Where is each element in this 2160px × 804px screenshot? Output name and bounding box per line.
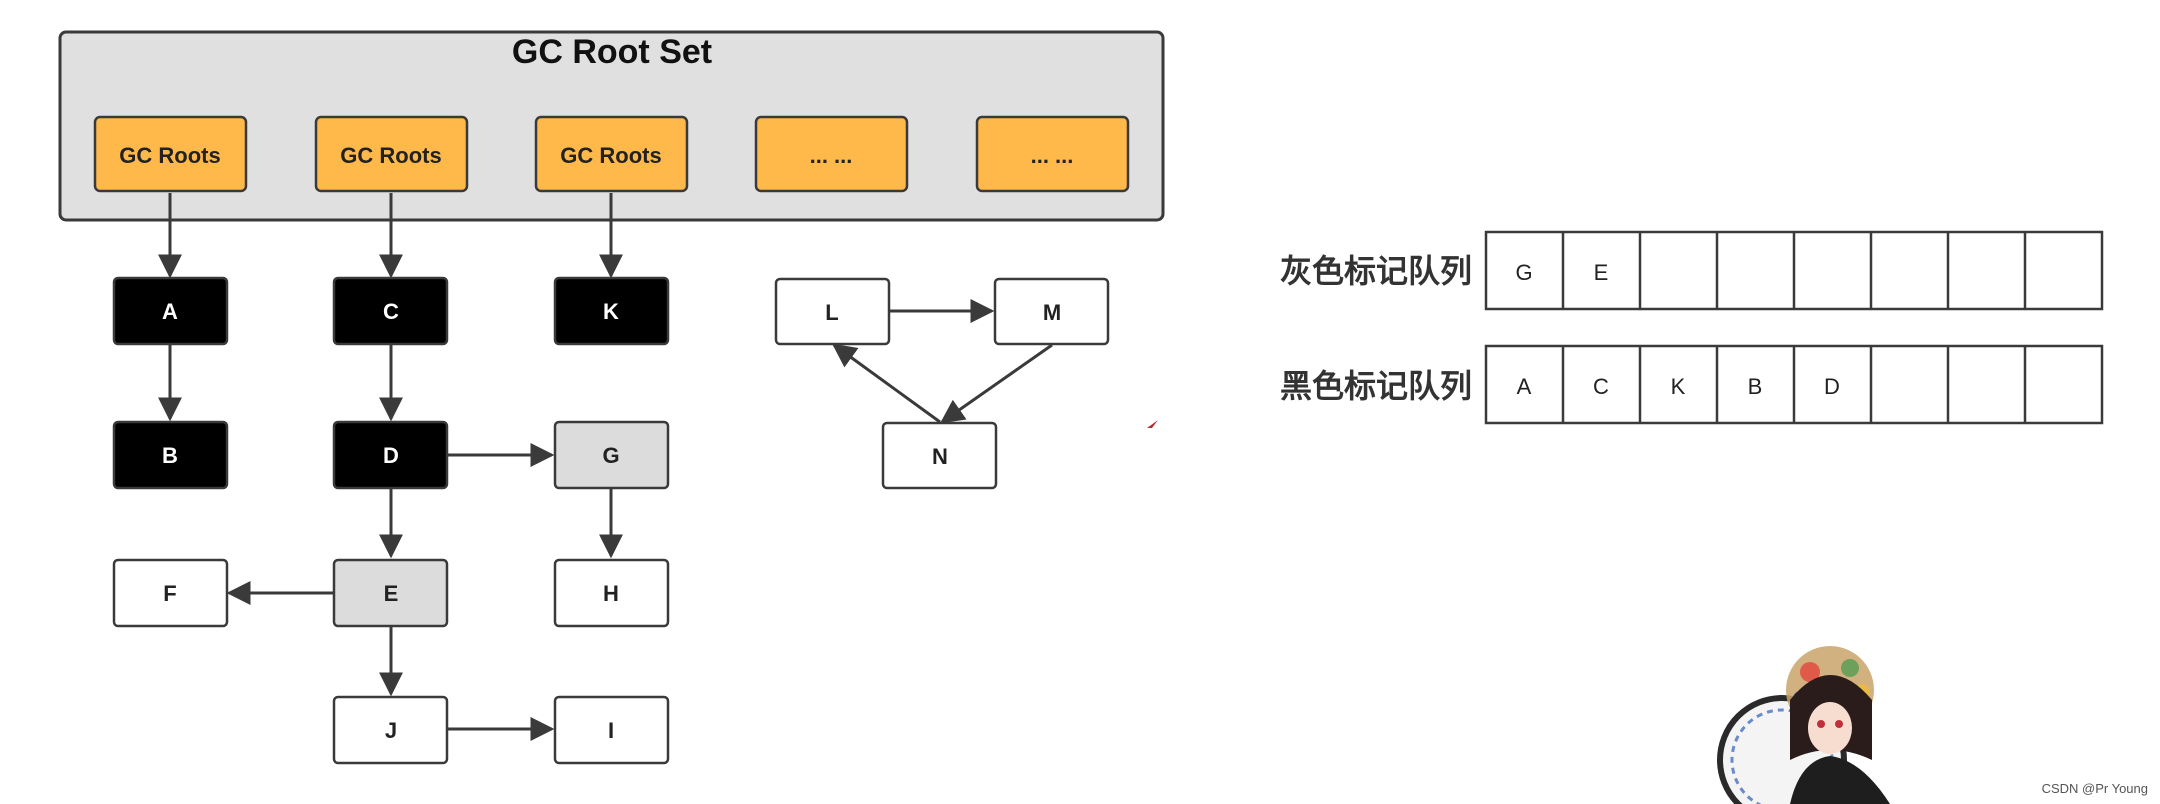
node-label: L	[825, 300, 838, 325]
gray-queue-cell: G	[1515, 260, 1532, 285]
gc-root-box-1: GC Roots	[93, 115, 248, 193]
edge-n-l	[832, 343, 941, 424]
node-label: I	[608, 718, 614, 743]
node-a: A	[112, 276, 229, 346]
node-l: L	[774, 277, 891, 346]
node-label: C	[383, 299, 399, 324]
black-queue-cell: B	[1748, 374, 1763, 399]
avatar-illustration	[1717, 646, 1890, 804]
node-label: H	[603, 581, 619, 606]
gc-root-label: GC Roots	[340, 143, 441, 168]
black-queue-cell: A	[1517, 374, 1532, 399]
node-k: K	[553, 276, 670, 346]
node-f: F	[112, 558, 229, 628]
gc-root-box-2: GC Roots	[314, 115, 469, 193]
watermark: CSDN @Pr Young	[2042, 781, 2148, 796]
node-b: B	[112, 420, 229, 490]
gc-root-set: GC Root Set GC Roots GC Roots GC Roots .…	[58, 30, 1165, 222]
gc-root-box-3: GC Roots	[534, 115, 689, 193]
node-label: N	[932, 444, 948, 469]
node-label: A	[162, 299, 178, 324]
node-label: K	[603, 299, 619, 324]
gray-queue-label: 灰色标记队列	[1280, 252, 1472, 290]
node-g: G	[553, 420, 670, 490]
edge-m-n	[940, 343, 1053, 424]
gray-mark-queue: 灰色标记队列 G E	[1280, 230, 2104, 311]
gc-root-label: ... ...	[1031, 143, 1074, 168]
node-j: J	[332, 695, 449, 765]
node-label: G	[602, 443, 619, 468]
node-e: E	[332, 558, 449, 628]
node-d: D	[332, 420, 449, 490]
node-label: J	[385, 718, 397, 743]
nodes: A C K B D G F E	[112, 276, 1110, 765]
node-c: C	[332, 276, 449, 346]
gc-root-label: ... ...	[810, 143, 853, 168]
gc-root-label: GC Roots	[119, 143, 220, 168]
black-queue-cell: K	[1671, 374, 1686, 399]
node-label: D	[383, 443, 399, 468]
gc-root-label: GC Roots	[560, 143, 661, 168]
black-queue-label: 黑色标记队列	[1280, 367, 1472, 405]
gc-root-box-4: ... ...	[754, 115, 909, 193]
node-label: M	[1043, 300, 1061, 325]
root-set-title: GC Root Set	[512, 33, 712, 71]
edges	[158, 193, 1053, 741]
node-label: E	[384, 581, 399, 606]
gray-queue-cell: E	[1594, 260, 1609, 285]
black-mark-queue: 黑色标记队列 A C K B D	[1280, 344, 2104, 425]
node-label: B	[162, 443, 178, 468]
node-m: M	[993, 277, 1110, 346]
gc-root-box-5: ... ...	[975, 115, 1130, 193]
node-i: I	[553, 695, 670, 765]
black-queue-cell: C	[1593, 374, 1609, 399]
cursor-icon	[1147, 420, 1158, 428]
node-h: H	[553, 558, 670, 628]
node-label: F	[163, 581, 176, 606]
node-n: N	[881, 421, 998, 490]
black-queue-cell: D	[1824, 374, 1840, 399]
